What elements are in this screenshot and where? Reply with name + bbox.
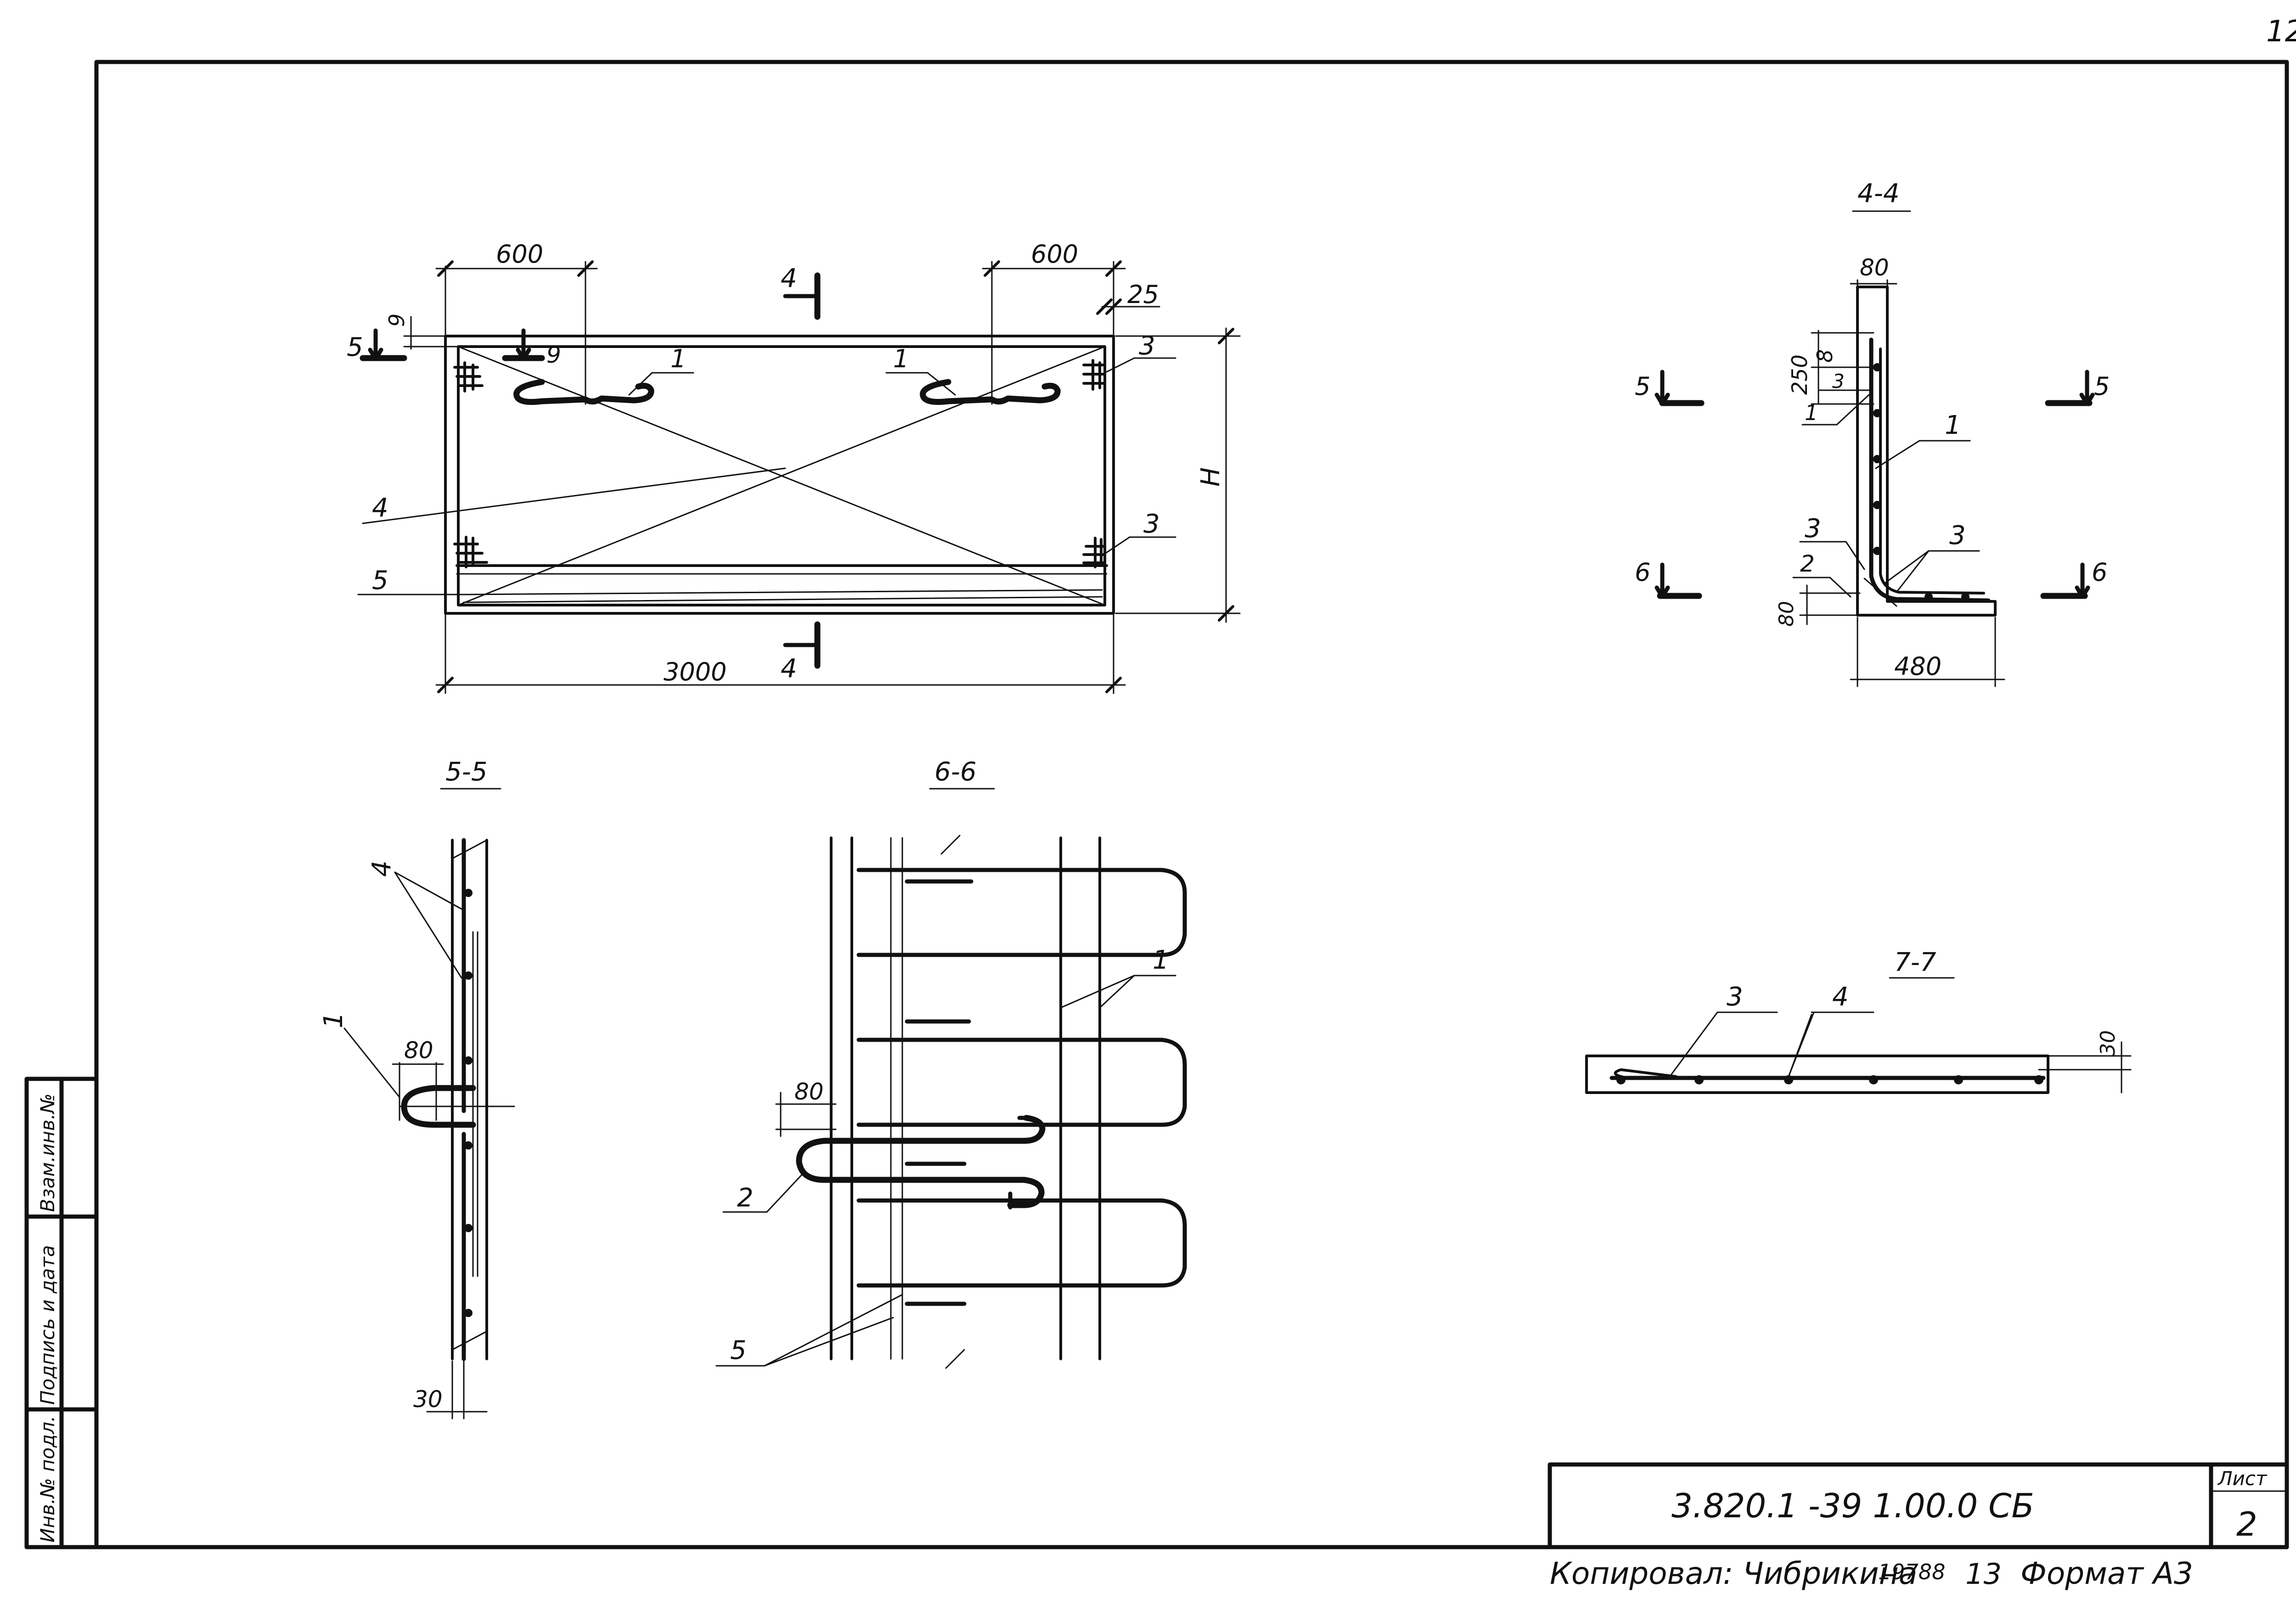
dim-80-5-5: 80: [404, 1037, 433, 1064]
dim-600-left: 600: [496, 240, 543, 269]
embed-bottom-right: [1082, 537, 1106, 568]
dim-80-top: 80: [1860, 254, 1889, 281]
label-1-5-5: 1: [319, 1012, 349, 1028]
label-5-6-6: 5: [730, 1335, 747, 1365]
format-number: 13: [1965, 1557, 2002, 1591]
label-3-left-4-4: 3: [1805, 514, 1821, 544]
dim-600-right: 600: [1031, 240, 1078, 269]
dim-480: 480: [1894, 652, 1941, 681]
label-1-small: 1: [1805, 400, 1818, 425]
rebar-loop-3: [856, 1198, 1187, 1288]
embed-bottom-left: [453, 536, 488, 568]
cut-5-left-4-4: 5: [1635, 372, 1650, 401]
copied-by: Копировал: Чибрикина: [1550, 1556, 1917, 1591]
section-4-4-outline: [1856, 286, 1997, 617]
label-3-right-4-4: 3: [1949, 521, 1966, 550]
section-5-5: 5-5 80 4 1 30: [319, 757, 515, 1419]
cut-6-left-4-4: 6: [1635, 558, 1650, 587]
label-5: 5: [372, 566, 388, 595]
main-view: 600 600 25 9 H 3000 4: [347, 240, 1241, 694]
stamp-replaces-inv: Взам.инв.№: [36, 1094, 59, 1212]
dim-9: 9: [384, 314, 409, 327]
label-1-6-6: 1: [1153, 945, 1169, 975]
section-7-7-outline: [1585, 1055, 2049, 1094]
cut-4-top: 4: [781, 264, 797, 293]
embed-top-left: [453, 361, 484, 393]
rebar-loop-2: [856, 1038, 1187, 1127]
dim-250: 250: [1787, 354, 1812, 395]
label-9: 9: [546, 342, 561, 368]
section-4-4: 4-4 80 250 8 3 1 1: [1635, 179, 2110, 687]
label-3-top-4-4: 3: [1832, 370, 1845, 393]
diagonal-bar: [457, 346, 1106, 606]
section-6-6: 6-6 80 1: [715, 757, 1187, 1369]
dim-80-6-6: 80: [794, 1078, 824, 1105]
label-2-4-4: 2: [1800, 550, 1815, 577]
panel-outline: [444, 335, 1115, 615]
reinforcement-frame: [457, 345, 1106, 606]
bent-bar-2: [796, 1115, 1046, 1208]
dim-80-bottom: 80: [1775, 601, 1798, 627]
section-5-5-title: 5-5: [445, 757, 487, 787]
section-7-7: 7-7 3 4 30: [1585, 948, 2132, 1094]
label-4-7-7: 4: [1832, 982, 1849, 1012]
paper-format: Формат А3: [2020, 1556, 2193, 1591]
cut-4-bottom: 4: [781, 654, 797, 684]
title-block: 3.820.1 -39 1.00.0 СБ Лист 2: [1548, 1462, 2289, 1549]
label-4: 4: [372, 493, 388, 523]
cut-5-right-4-4: 5: [2094, 372, 2110, 401]
drawing-designation: 3.820.1 -39 1.00.0 СБ: [1671, 1487, 2034, 1525]
label-3-7-7: 3: [1727, 982, 1743, 1012]
rebar-loop-1: [856, 868, 1187, 957]
stamp-signature-date: Подпись и дата: [36, 1245, 59, 1405]
label-3-top: 3: [1139, 331, 1155, 361]
sheet-number: 2: [2236, 1505, 2257, 1543]
lifting-loop-right: [920, 379, 1061, 405]
section-6-6-title: 6-6: [934, 757, 976, 787]
left-stamp: Взам.инв.№ Подпись и дата Инв.№ подл.: [24, 1077, 99, 1549]
order-number: 19788: [1878, 1560, 1945, 1584]
label-1-right: 1: [893, 344, 909, 373]
drawing-frame: [94, 60, 2289, 1549]
lifting-loop-left: [513, 379, 654, 405]
footer: Копировал: Чибрикина 19788 13 Формат А3: [1550, 1556, 2193, 1591]
label-2-6-6: 2: [737, 1183, 754, 1213]
dim-8: 8: [1812, 349, 1837, 363]
label-1-left: 1: [670, 344, 686, 373]
dim-30-5-5: 30: [413, 1386, 443, 1413]
label-4-5-5: 4: [367, 860, 397, 877]
cut-5-left: 5: [347, 332, 363, 362]
dim-3000: 3000: [664, 657, 726, 686]
label-3-bottom: 3: [1143, 509, 1160, 539]
section-7-7-title: 7-7: [1894, 948, 1936, 977]
dim-H: H: [1196, 467, 1226, 487]
label-1-4-4: 1: [1945, 410, 1961, 440]
sheet-label: Лист: [2217, 1467, 2268, 1490]
embed-top-right: [1082, 359, 1106, 391]
cut-6-right-4-4: 6: [2092, 558, 2107, 587]
dim-30-7-7: 30: [2096, 1030, 2120, 1056]
stamp-original-inv: Инв.№ подл.: [36, 1416, 59, 1543]
page-number: 12: [2266, 15, 2296, 49]
section-4-4-title: 4-4: [1857, 179, 1899, 208]
dim-25: 25: [1127, 280, 1159, 309]
